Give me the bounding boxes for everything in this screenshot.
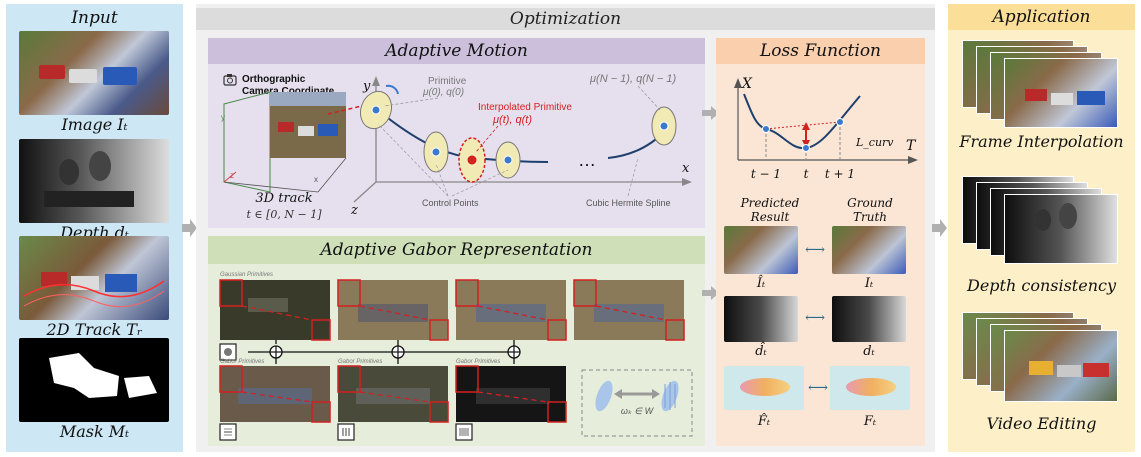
camera-icon (223, 74, 237, 86)
plus-icon (391, 345, 405, 359)
interpolated-formula: μ(t), q(t) (492, 114, 532, 126)
axis-z: z (350, 203, 358, 218)
input-mask-thumbnail (19, 338, 169, 422)
gabor-kernel-icon (337, 423, 355, 441)
svg-text:z: z (230, 171, 234, 180)
app-frame-interpolation-label: Frame Interpolation (959, 132, 1124, 151)
primitive-ellipse (495, 141, 521, 179)
loss-tick: t − 1 (751, 167, 781, 181)
adaptive-motion-panel: Adaptive Motion (208, 38, 705, 228)
gabor-kernel-icon (219, 423, 237, 441)
primitive-label: Primitive (428, 76, 467, 87)
loss-axis-y: X (741, 76, 753, 92)
gabor-frame (455, 365, 567, 423)
spline-label: Cubic Hermite Spline (586, 198, 671, 208)
gabor-kernel-icon (455, 423, 473, 441)
predicted-depth-thumbnail (724, 296, 798, 342)
primitive-ellipse (423, 131, 449, 173)
compare-arrow-icon: ⟷ (805, 310, 826, 326)
arrow-input-to-optimization (182, 219, 197, 237)
interpolated-label: Interpolated Primitive (478, 102, 572, 113)
camera-label-1: Orthographic (242, 74, 306, 85)
axis-y: y (362, 79, 371, 94)
arrow-gabor-to-loss (702, 286, 719, 300)
loss-curve-chart: X T L_curv t − 1 t t + 1 (734, 76, 918, 181)
gabor-primitives-label-3: Gabor Primitives (456, 359, 500, 365)
adaptive-motion-diagram: Orthographic Camera Coordinate y z x 3D … (221, 73, 692, 221)
gt-image-thumbnail (832, 226, 906, 274)
track-label: 3D track (255, 191, 312, 206)
gaussian-primitives-label: Gaussian Primitives (220, 272, 273, 278)
gt-flow-label: Fₜ (863, 414, 877, 429)
gt-flow-thumbnail (830, 366, 910, 410)
loss-curve-label: L_curv (855, 136, 894, 149)
svg-text:x: x (314, 175, 318, 184)
input-title: Input (71, 8, 118, 28)
frequency-legend-box (581, 369, 693, 437)
optimization-title: Optimization (196, 8, 935, 30)
frame-interpolation-stack (962, 40, 1122, 130)
gaussian-frame (455, 279, 567, 341)
adaptive-motion-title: Adaptive Motion (208, 38, 705, 64)
adaptive-gabor-diagram: Gaussian Primitives (219, 272, 693, 441)
primitive-ellipse (359, 84, 399, 130)
pred-image-label: Îₜ (756, 276, 766, 291)
input-panel: Input Image Iₜ Depth dₜ 2D Track Tᵣ Mask… (6, 4, 183, 452)
depth-consistency-stack (962, 176, 1122, 266)
app-video-editing-label: Video Editing (986, 414, 1097, 433)
adaptive-gabor-title: Adaptive Gabor Representation (208, 236, 705, 264)
gt-image-label: Iₜ (864, 276, 874, 291)
axis-x: x (682, 161, 690, 176)
omega-label: ωₖ ∈ W (621, 406, 655, 416)
last-primitive-formula: μ(N − 1), q(N − 1) (589, 73, 676, 85)
gaussian-frame (337, 279, 449, 341)
compare-arrow-icon: ⟷ (808, 380, 829, 396)
predicted-header: Predicted Result (740, 196, 800, 224)
predicted-image-thumbnail (724, 226, 798, 274)
gt-depth-label: dₜ (863, 344, 875, 359)
loss-tick: t + 1 (825, 167, 855, 181)
ellipsis: … (578, 150, 596, 170)
input-image-thumbnail (19, 31, 169, 115)
gabor-frame (219, 365, 331, 423)
plus-icon (269, 345, 283, 359)
gaussian-kernel-icon (219, 343, 237, 361)
control-points-label: Control Points (422, 198, 479, 208)
plus-icon (507, 345, 521, 359)
pred-depth-label: d̂ₜ (755, 344, 767, 359)
application-title: Application (948, 4, 1135, 30)
camera-label-2: Camera Coordinate (242, 86, 335, 97)
primitive-ellipse (651, 106, 677, 146)
primitive-formula: μ(0), q(0) (422, 87, 464, 98)
arrow-optimization-to-application (932, 219, 947, 237)
predicted-flow-thumbnail (724, 366, 804, 410)
arrow-motion-to-loss (702, 106, 719, 120)
input-depth-thumbnail (19, 139, 169, 223)
video-editing-stack (962, 312, 1122, 408)
input-track-label: 2D Track Tᵣ (46, 320, 143, 339)
track-range: t ∈ [0, N − 1] (247, 208, 323, 221)
input-mask-label: Mask Mₜ (59, 422, 130, 441)
gabor-frame (337, 365, 449, 423)
gaussian-frame (573, 279, 685, 341)
input-track-thumbnail (19, 236, 169, 320)
loss-axis-x: T (906, 138, 917, 154)
interpolated-primitive (458, 137, 486, 183)
gabor-primitives-label-2: Gabor Primitives (338, 359, 382, 365)
input-image-label: Image Iₜ (61, 115, 128, 134)
camera-image-plane (223, 91, 347, 193)
loss-title: Loss Function (716, 38, 925, 64)
pred-flow-label: F̂ₜ (757, 414, 771, 429)
ground-truth-header: Ground Truth (847, 196, 893, 224)
motion-axes (353, 76, 692, 203)
svg-text:y: y (221, 113, 225, 122)
compare-arrow-icon: ⟷ (805, 242, 826, 258)
loss-tick: t (804, 167, 809, 181)
gt-depth-thumbnail (832, 296, 906, 342)
app-depth-consistency-label: Depth consistency (967, 276, 1116, 295)
gabor-primitives-label-1: Gabor Primitives (220, 359, 264, 365)
gaussian-frame (219, 279, 331, 341)
